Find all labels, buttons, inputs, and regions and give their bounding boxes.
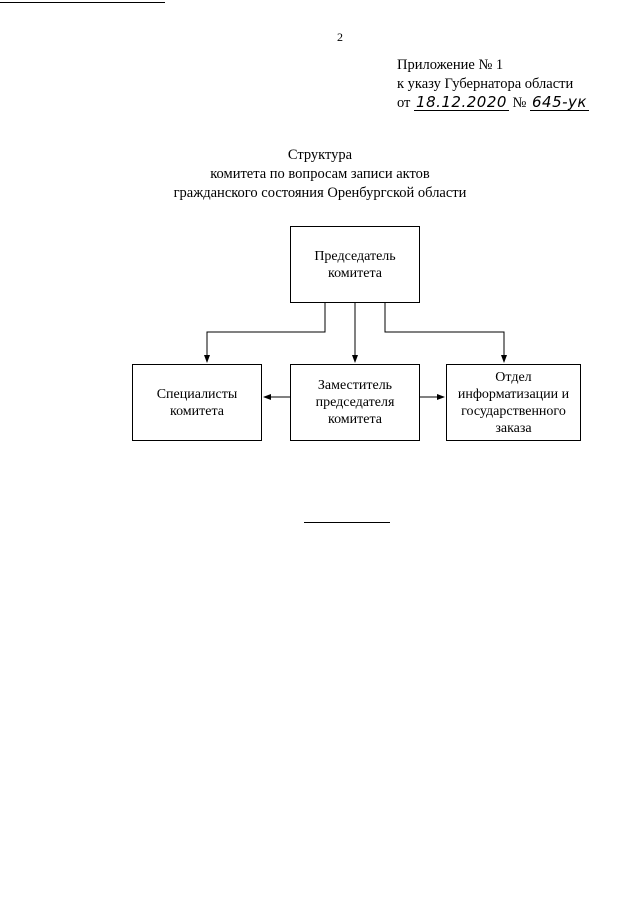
- department-line-2: информатизации и: [457, 386, 570, 402]
- chairman-box: Председатель комитета: [290, 226, 420, 303]
- chairman-line-1: Председатель: [314, 248, 396, 264]
- deputy-line-3: комитета: [327, 412, 382, 427]
- department-line-3: государственного: [461, 403, 566, 419]
- connector-chairman-to-department: [384, 303, 507, 363]
- department-line-4: заказа: [495, 420, 532, 436]
- deputy-box: Заместитель председателя комитета: [290, 364, 420, 441]
- title-line-3: гражданского состояния Оренбургской обла…: [173, 185, 467, 201]
- appendix-header: Приложение № 1 к указу Губернатора облас…: [397, 56, 589, 113]
- page-number: 2: [337, 30, 343, 44]
- title-line-2: комитета по вопросам записи актов: [210, 166, 430, 182]
- appendix-date-line: от 18.12.2020 № 645-ук: [397, 94, 589, 113]
- handwritten-date: 18.12.2020: [414, 93, 509, 111]
- specialists-box: Специалисты комитета: [132, 364, 262, 441]
- appendix-prefix-from: от: [397, 95, 411, 111]
- title-line-1: Структура: [287, 147, 353, 163]
- department-box: Отдел информатизации и государственного …: [446, 364, 581, 441]
- handwritten-number: 645-ук: [530, 93, 589, 111]
- deputy-line-1: Заместитель: [317, 378, 393, 393]
- chairman-line-2: комитета: [327, 265, 382, 281]
- top-divider: [0, 2, 165, 3]
- bottom-divider: [304, 522, 390, 523]
- deputy-line-2: председателя: [315, 395, 395, 410]
- appendix-reference: к указу Губернатора области: [397, 76, 574, 92]
- department-line-1: Отдел: [495, 369, 532, 385]
- appendix-label: Приложение № 1: [397, 57, 504, 73]
- specialists-line-1: Специалисты: [156, 386, 238, 402]
- appendix-number-sign: №: [512, 95, 527, 111]
- document-title: Структура комитета по вопросам записи ак…: [120, 146, 520, 203]
- connector-chairman-to-specialists: [204, 303, 326, 363]
- specialists-line-2: комитета: [169, 403, 224, 419]
